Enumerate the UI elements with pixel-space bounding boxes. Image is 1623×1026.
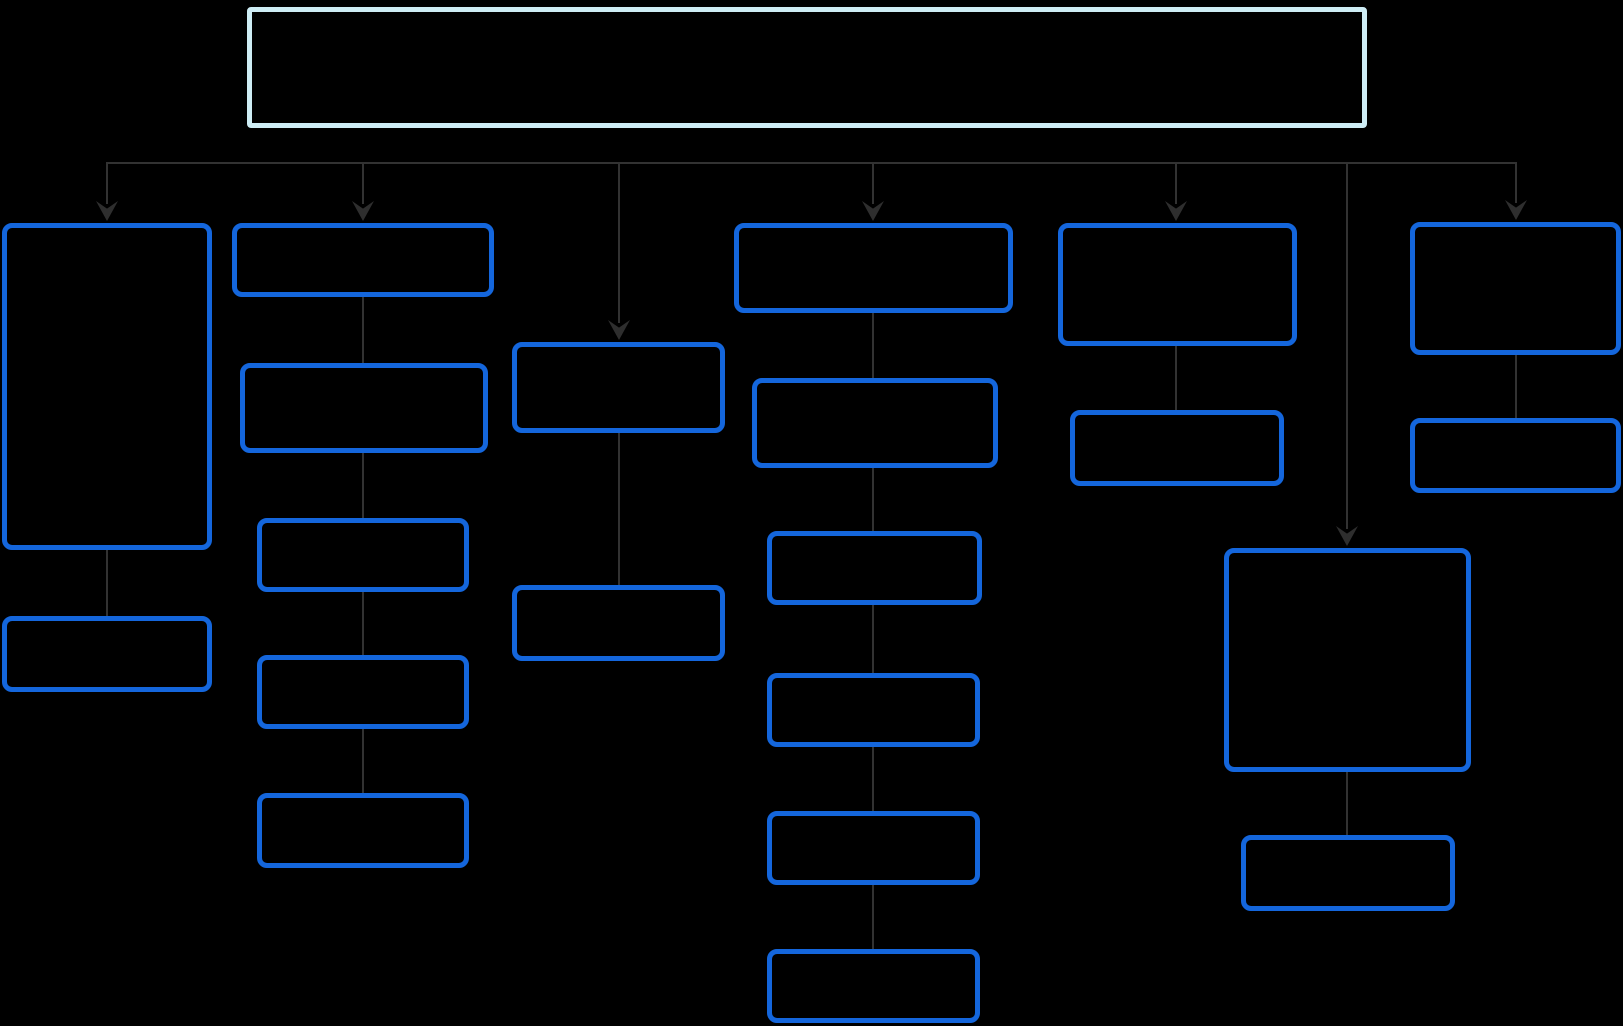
node-c4-1 [734,223,1013,313]
arrow-down-icon [608,320,630,340]
node-c1-1 [2,223,212,550]
connector-line [618,433,620,585]
connector-line [872,747,874,811]
connector-line [362,729,364,793]
node-c7-2 [1410,418,1621,493]
node-c1-2 [2,616,212,692]
arrow-drop-line [872,163,874,204]
node-c6-2 [1241,835,1455,911]
arrow-down-icon [352,201,374,221]
connector-line [362,297,364,363]
arrow-drop-line [1515,163,1517,203]
node-c4-5 [767,811,980,885]
connector-line [872,468,874,531]
node-c2-5 [257,793,469,868]
arrow-drop-line [362,163,364,204]
connector-line [872,605,874,673]
node-c2-3 [257,518,469,592]
node-root [247,7,1367,128]
arrow-drop-line [106,163,108,204]
distributor-line [106,162,1517,164]
arrow-drop-line [1346,163,1348,529]
arrow-down-icon [1165,201,1187,221]
arrow-down-icon [96,201,118,221]
connector-line [1515,355,1517,418]
node-c2-1 [232,223,494,297]
node-c5-2 [1070,410,1284,486]
node-c6-1 [1224,548,1471,772]
connector-line [1346,772,1348,835]
connector-line [872,885,874,949]
arrow-down-icon [1505,200,1527,220]
node-c4-4 [767,673,980,747]
arrow-drop-line [1175,163,1177,204]
node-c5-1 [1058,223,1297,346]
node-c7-1 [1410,222,1621,355]
arrow-down-icon [1336,526,1358,546]
arrow-drop-line [618,163,620,323]
connector-line [872,313,874,378]
node-c4-3 [767,531,982,605]
node-c4-2 [752,378,998,468]
node-c2-2 [240,363,488,453]
connector-line [106,550,108,616]
node-c3-2 [512,585,725,661]
arrow-down-icon [862,201,884,221]
connector-line [362,592,364,655]
connector-line [1175,346,1177,410]
connector-line [362,453,364,518]
node-c3-1 [512,342,725,433]
node-c4-6 [767,949,980,1023]
node-c2-4 [257,655,469,729]
